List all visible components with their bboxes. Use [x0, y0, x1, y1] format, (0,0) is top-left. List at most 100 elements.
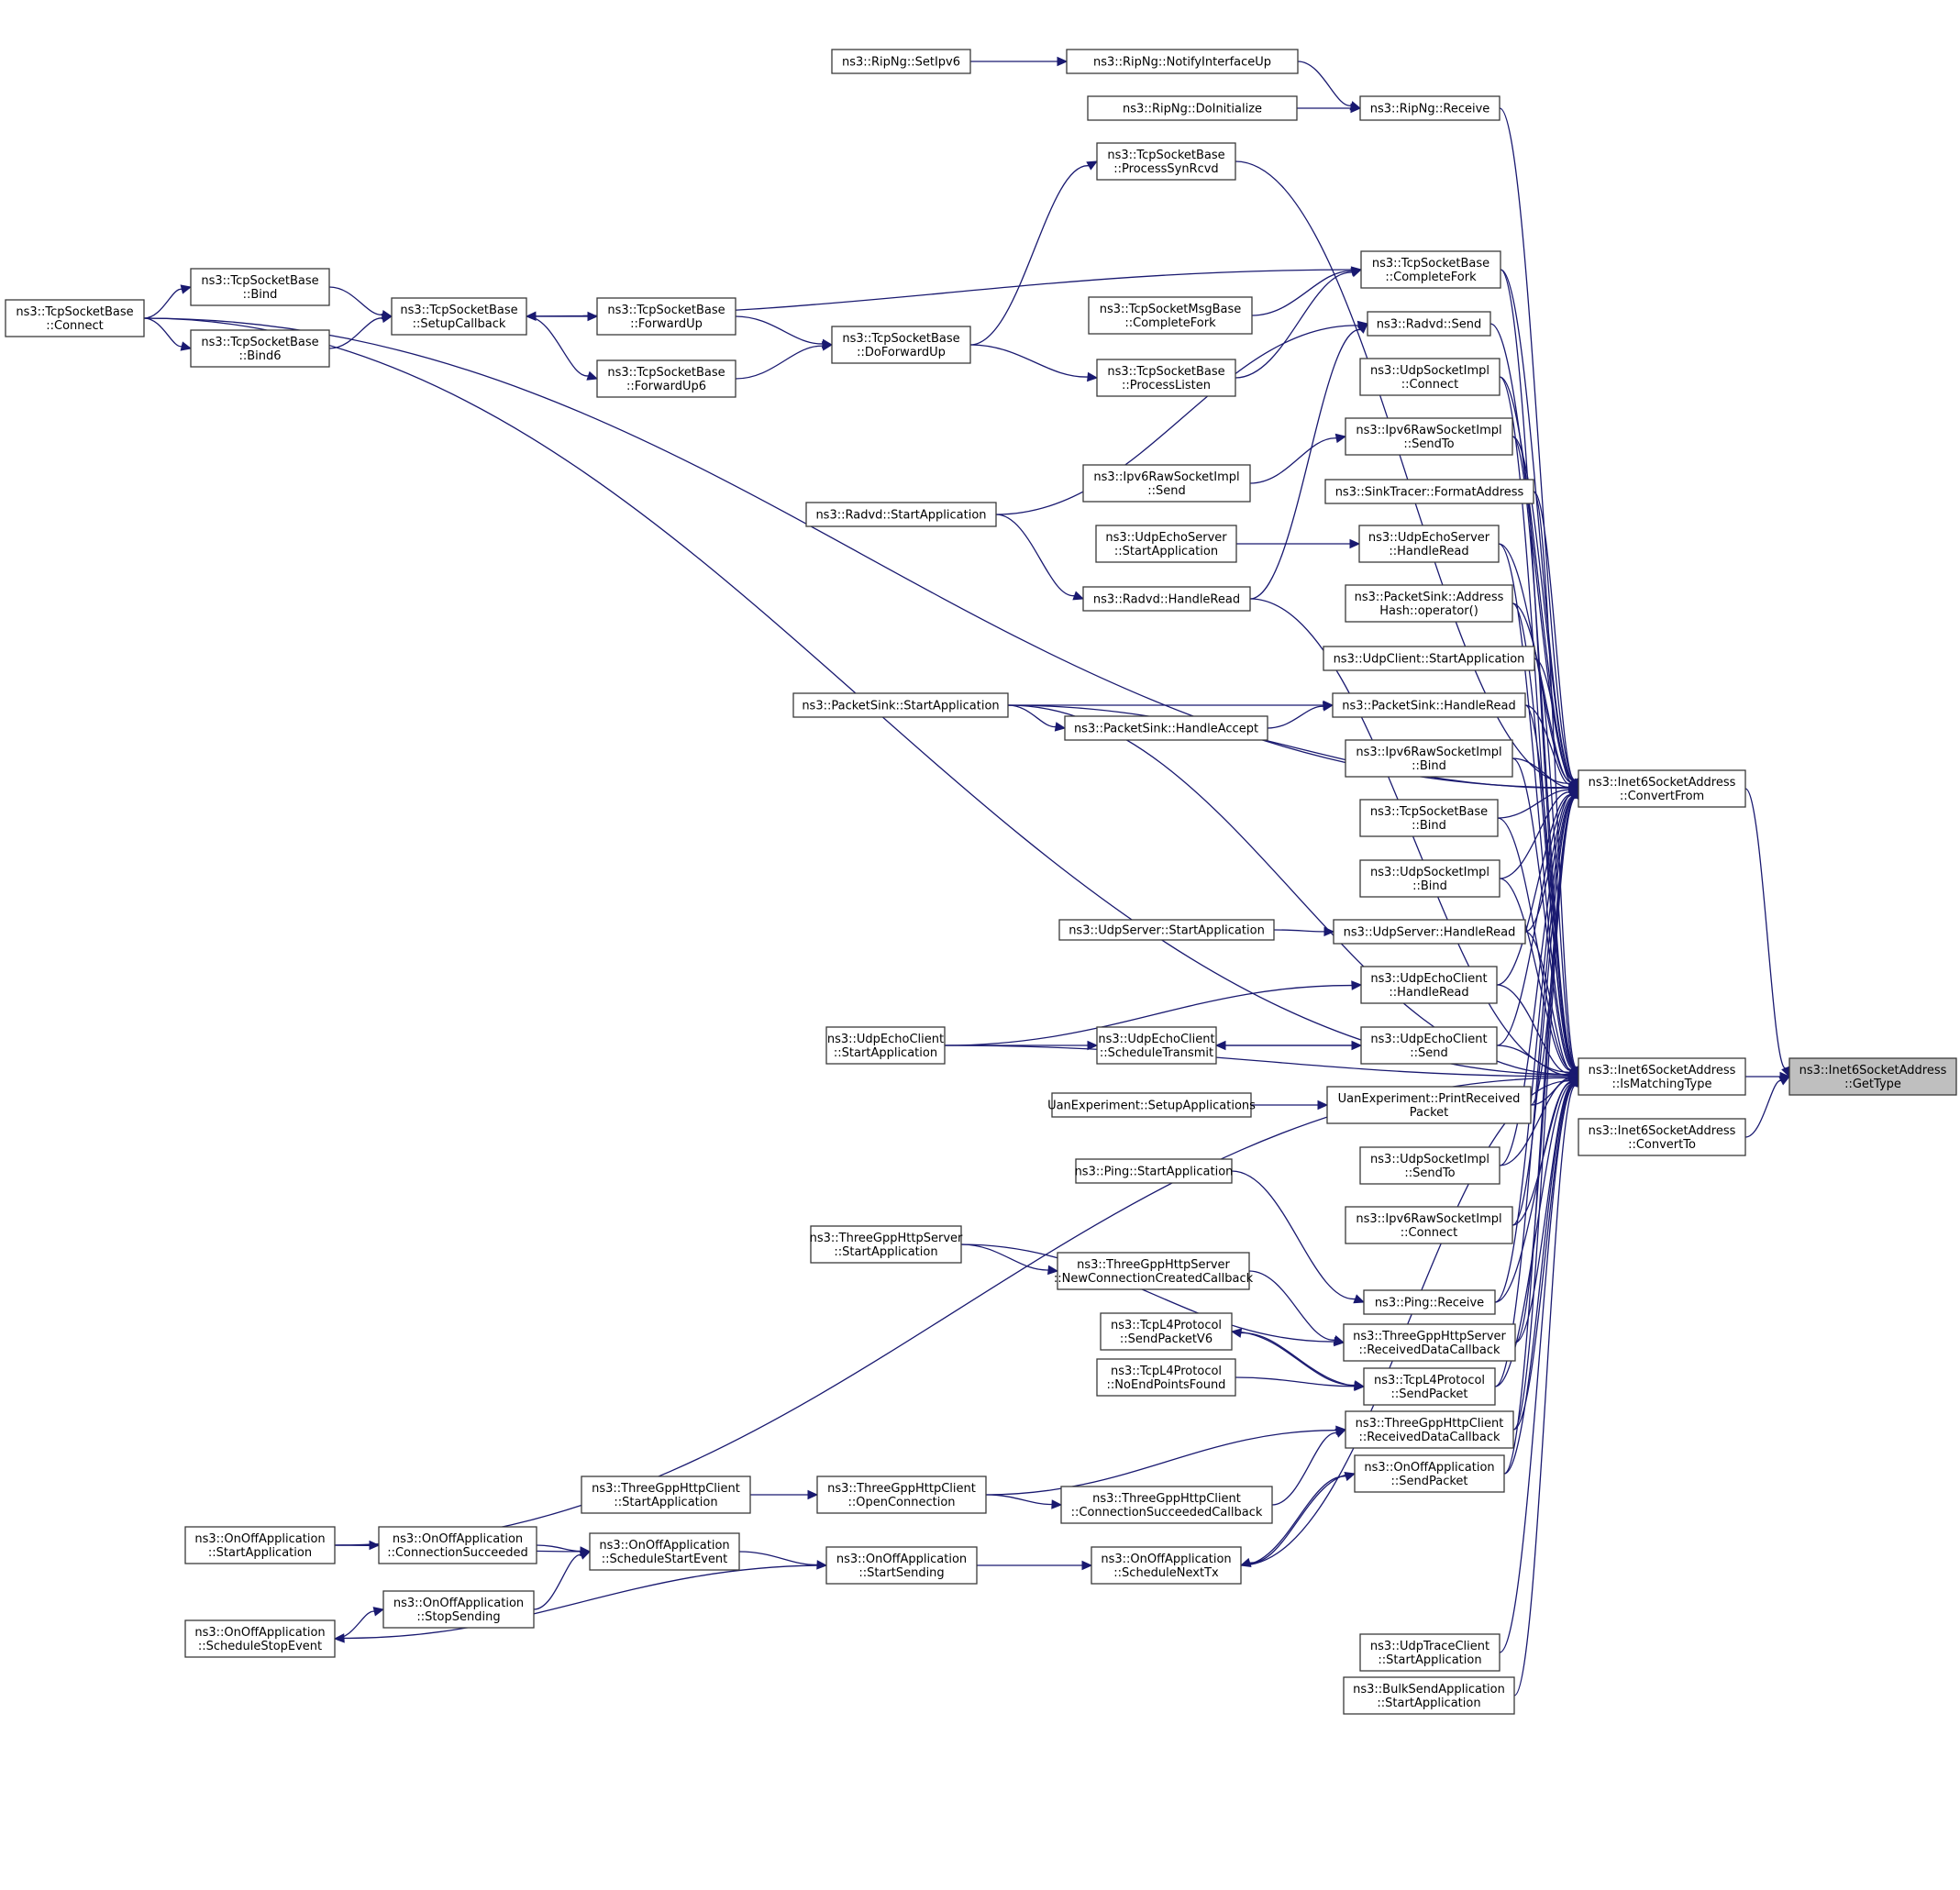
node-udpServerRead[interactable]: ns3::UdpServer::HandleRead [1333, 919, 1526, 945]
node-scheduleTransmit[interactable]: ns3::UdpEchoClient::ScheduleTransmit [1096, 1026, 1217, 1065]
node-radvdHandleRead[interactable]: ns3::Radvd::HandleRead [1082, 586, 1251, 612]
node-convertFrom[interactable]: ns3::Inet6SocketAddress::ConvertFrom [1578, 769, 1746, 808]
node-sinkStart[interactable]: ns3::PacketSink::StartApplication [792, 692, 1009, 718]
node-connSuccCb[interactable]: ns3::ThreeGppHttpClient::ConnectionSucce… [1060, 1486, 1273, 1524]
edge-httpClientStart-to-openConnection [750, 1489, 819, 1500]
node-box [1359, 358, 1500, 396]
node-pingStart[interactable]: ns3::Ping::StartApplication [1075, 1158, 1234, 1184]
node-ripSetIpv6[interactable]: ns3::RipNg::SetIpv6 [831, 49, 971, 74]
node-sinkHandleRead[interactable]: ns3::PacketSink::HandleRead [1332, 692, 1526, 718]
arrowhead-icon [1351, 980, 1363, 990]
node-completeFork[interactable]: ns3::TcpSocketBase::CompleteFork [1360, 250, 1501, 289]
node-echoServerStart[interactable]: ns3::UdpEchoServer::StartApplication [1095, 525, 1237, 563]
node-label: ns3::OnOffApplication [1101, 1553, 1231, 1566]
arrowhead-icon [1568, 783, 1580, 793]
node-openConnection[interactable]: ns3::ThreeGppHttpClient::OpenConnection [816, 1476, 987, 1514]
node-rawBind[interactable]: ns3::Ipv6RawSocketImpl::Bind [1345, 739, 1513, 778]
node-tcpConnect[interactable]: ns3::TcpSocketBase::Connect [5, 299, 145, 337]
node-label: ::StartApplication [1378, 1653, 1481, 1667]
node-pingReceive[interactable]: ns3::Ping::Receive [1363, 1289, 1496, 1315]
node-echoClientStart[interactable]: ns3::UdpEchoClient::StartApplication [825, 1026, 946, 1065]
node-onoffSchedStart[interactable]: ns3::OnOffApplication::ScheduleStartEven… [589, 1532, 740, 1571]
arrowhead-icon [1353, 1380, 1366, 1390]
edge-onoffStopSending-to-onoffSchedStart [533, 1550, 592, 1610]
node-label: ns3::UdpSocketImpl [1370, 1153, 1489, 1166]
node-box [1788, 1057, 1957, 1096]
node-rawSend[interactable]: ns3::Ipv6RawSocketImpl::Send [1082, 464, 1251, 503]
arrowhead-icon [525, 311, 537, 322]
node-box [391, 297, 527, 336]
edge-openConnection-to-httpClientRecv [985, 1425, 1347, 1496]
node-processSynRcvd[interactable]: ns3::TcpSocketBase::ProcessSynRcvd [1096, 142, 1236, 181]
node-onoffSendPacket[interactable]: ns3::OnOffApplication::SendPacket [1354, 1454, 1505, 1493]
edge-ripDoInit-to-ripReceive [1297, 103, 1362, 114]
node-bulkSendStart[interactable]: ns3::BulkSendApplication::StartApplicati… [1343, 1676, 1515, 1715]
node-udpImplBind[interactable]: ns3::UdpSocketImpl::Bind [1359, 859, 1500, 898]
node-sendPacketV6[interactable]: ns3::TcpL4Protocol::SendPacketV6 [1100, 1312, 1233, 1351]
arrowhead-icon [1356, 323, 1368, 334]
node-onoffConnSucc[interactable]: ns3::OnOffApplication::ConnectionSucceed… [378, 1526, 537, 1564]
node-label: ns3::OnOffApplication [194, 1532, 325, 1546]
node-label: ::StartApplication [834, 1245, 937, 1259]
node-udpClientStart[interactable]: ns3::UdpClient::StartApplication [1323, 646, 1535, 671]
node-isMatchingType[interactable]: ns3::Inet6SocketAddress::IsMatchingType [1578, 1057, 1746, 1096]
node-forwardUp6[interactable]: ns3::TcpSocketBase::ForwardUp6 [596, 359, 736, 398]
node-radvdSend[interactable]: ns3::Radvd::Send [1367, 311, 1491, 337]
edge-line [985, 1494, 1053, 1506]
node-label: ns3::UdpServer::StartApplication [1069, 924, 1265, 938]
edge-line [969, 344, 1089, 378]
edge-line [1512, 757, 1570, 788]
node-httpClientStart[interactable]: ns3::ThreeGppHttpClient::StartApplicatio… [581, 1476, 751, 1514]
node-convertTo[interactable]: ns3::Inet6SocketAddress::ConvertTo [1578, 1118, 1746, 1156]
node-l4SendPacket[interactable]: ns3::TcpL4Protocol::SendPacket [1363, 1367, 1496, 1406]
arrowhead-icon [1334, 433, 1347, 444]
node-box [1333, 919, 1526, 945]
node-label: ::SendTo [1404, 1166, 1455, 1180]
node-sinkTracer[interactable]: ns3::SinkTracer::FormatAddress [1324, 479, 1534, 504]
node-onoffSchedStop[interactable]: ns3::OnOffApplication::ScheduleStopEvent [184, 1619, 336, 1658]
node-udpServerStart[interactable]: ns3::UdpServer::StartApplication [1058, 919, 1275, 941]
node-udpImplSendTo[interactable]: ns3::UdpSocketImpl::SendTo [1359, 1146, 1500, 1185]
node-newConnCb[interactable]: ns3::ThreeGppHttpServer::NewConnectionCr… [1054, 1252, 1254, 1290]
node-forwardUp[interactable]: ns3::TcpSocketBase::ForwardUp [596, 297, 736, 336]
node-echoServerRead[interactable]: ns3::UdpEchoServer::HandleRead [1358, 525, 1500, 563]
node-label: ::Send [1147, 484, 1186, 498]
node-label: ::SetupCallback [413, 317, 506, 331]
node-tcpBindR[interactable]: ns3::TcpSocketBase::Bind [1359, 799, 1499, 837]
edge-line [1494, 1083, 1574, 1387]
node-ripReceive[interactable]: ns3::RipNg::Receive [1359, 95, 1500, 121]
node-rawConnect[interactable]: ns3::Ipv6RawSocketImpl::Connect [1345, 1206, 1513, 1244]
node-echoClientSend[interactable]: ns3::UdpEchoClient::Send [1360, 1026, 1498, 1065]
node-doForwardUp[interactable]: ns3::TcpSocketBase::DoForwardUp [831, 326, 971, 364]
node-tcpBind[interactable]: ns3::TcpSocketBase::Bind [190, 268, 330, 306]
node-httpClientRecv[interactable]: ns3::ThreeGppHttpClient::ReceivedDataCal… [1345, 1410, 1514, 1449]
node-msgCompleteFork[interactable]: ns3::TcpSocketMsgBase::CompleteFork [1088, 296, 1253, 335]
node-uanSetup[interactable]: UanExperiment::SetupApplications [1047, 1092, 1256, 1118]
node-udpTraceStart[interactable]: ns3::UdpTraceClient::StartApplication [1359, 1633, 1500, 1672]
node-onoffStartSending[interactable]: ns3::OnOffApplication::StartSending [825, 1546, 978, 1585]
node-httpServerRecv[interactable]: ns3::ThreeGppHttpServer::ReceivedDataCal… [1343, 1323, 1516, 1362]
node-ripNotify[interactable]: ns3::RipNg::NotifyInterfaceUp [1066, 49, 1299, 74]
node-getType[interactable]: ns3::Inet6SocketAddress::GetType [1788, 1057, 1957, 1096]
node-noEndPoints[interactable]: ns3::TcpL4Protocol::NoEndPointsFound [1096, 1358, 1236, 1397]
node-echoClientRead[interactable]: ns3::UdpEchoClient::HandleRead [1360, 966, 1498, 1004]
node-box [1578, 1057, 1746, 1096]
node-box [1087, 95, 1298, 121]
node-radvdStart[interactable]: ns3::Radvd::StartApplication [805, 502, 997, 527]
arrowhead-icon [1072, 591, 1085, 601]
node-onoffStopSending[interactable]: ns3::OnOffApplication::StopSending [382, 1590, 535, 1629]
edge-line [1499, 107, 1577, 781]
node-rawSendTo[interactable]: ns3::Ipv6RawSocketImpl::SendTo [1345, 417, 1513, 456]
node-label: ::HandleRead [1389, 986, 1468, 1000]
node-processListen[interactable]: ns3::TcpSocketBase::ProcessListen [1096, 359, 1236, 397]
node-ripDoInit[interactable]: ns3::RipNg::DoInitialize [1087, 95, 1298, 121]
node-onoffSchedNextTx[interactable]: ns3::OnOffApplication::ScheduleNextTx [1091, 1546, 1242, 1585]
node-setupCallback[interactable]: ns3::TcpSocketBase::SetupCallback [391, 297, 527, 336]
node-httpServerStart[interactable]: ns3::ThreeGppHttpServer::StartApplicatio… [810, 1225, 963, 1264]
node-sinkAccept[interactable]: ns3::PacketSink::HandleAccept [1064, 715, 1268, 741]
node-onoffStart[interactable]: ns3::OnOffApplication::StartApplication [184, 1526, 336, 1564]
node-udpImplConnect[interactable]: ns3::UdpSocketImpl::Connect [1359, 358, 1500, 396]
node-tcpBind6[interactable]: ns3::TcpSocketBase::Bind6 [190, 329, 330, 368]
